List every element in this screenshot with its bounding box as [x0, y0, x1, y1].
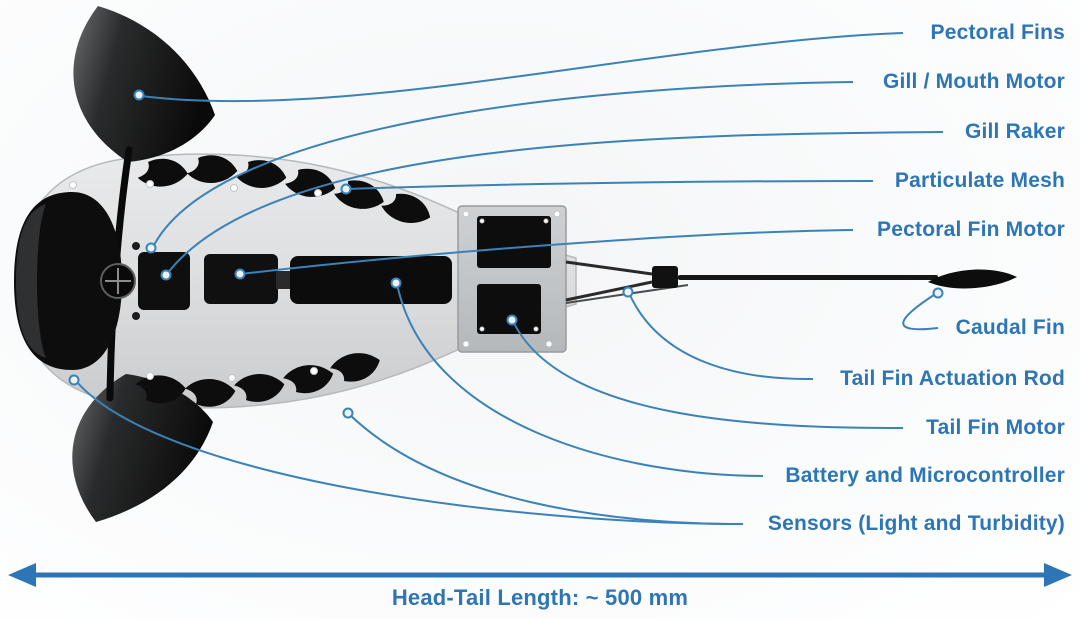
anchor-tail-fin-motor — [506, 314, 518, 326]
leader-gill-mouth-motor — [151, 81, 854, 250]
label-gill-mouth-motor: Gill / Mouth Motor — [882, 70, 1065, 93]
coupler — [276, 271, 292, 289]
pectoral-fin-top — [73, 6, 215, 162]
linkage-pin — [132, 312, 140, 320]
gill-mouth-motor-part — [138, 252, 190, 310]
mouth-shade — [16, 204, 46, 358]
linkage-pin — [132, 242, 140, 250]
fish-head — [14, 192, 122, 370]
label-pectoral-fins: Pectoral Fins — [930, 21, 1065, 44]
tail-link-bottom — [565, 280, 653, 302]
label-sensors: Sensors (Light and Turbidity) — [767, 512, 1065, 535]
anchor-pectoral-fin-motor — [234, 268, 246, 280]
leader-tail-fin-actuation-rod — [628, 292, 814, 381]
label-pectoral-fin-motor: Pectoral Fin Motor — [877, 218, 1065, 241]
label-particulate-mesh: Particulate Mesh — [894, 169, 1065, 192]
label-gill-raker: Gill Raker — [964, 120, 1065, 143]
anchor-gill-mouth-motor — [145, 242, 157, 254]
tail-rod — [678, 275, 938, 280]
label-tail-fin-motor: Tail Fin Motor — [926, 416, 1065, 439]
leader-gill-raker — [166, 131, 944, 275]
anchor-battery — [390, 277, 402, 289]
label-caudal-fin: Caudal Fin — [955, 316, 1065, 339]
anchor-caudal-fin — [932, 287, 944, 299]
tail-top-motor — [477, 216, 551, 268]
label-battery-microcontroller: Battery and Microcontroller — [785, 464, 1065, 487]
leader-sensor-front — [75, 380, 744, 525]
leader-battery — [396, 283, 764, 477]
gill-gear-cross — [105, 268, 131, 294]
pectoral-fin-bottom — [72, 374, 213, 522]
length-dimension-arrow — [8, 563, 1072, 587]
tail-link-top — [565, 260, 653, 276]
anchor-sensor-mid — [342, 407, 354, 419]
label-tail-fin-actuation-rod: Tail Fin Actuation Rod — [840, 367, 1065, 390]
tail-fin-motor-part — [477, 284, 541, 334]
leader-caudal-fin — [902, 292, 939, 331]
anchor-gill-raker — [160, 269, 172, 281]
battery-part — [290, 256, 452, 304]
anchor-particulate-mesh — [340, 183, 352, 195]
leader-pectoral-fin-motor — [240, 229, 854, 275]
anchor-tail-fin-actuation-rod — [622, 286, 634, 298]
anchor-sensor-front — [68, 374, 80, 386]
rod-connector — [652, 266, 678, 288]
leader-sensor-mid — [348, 413, 744, 525]
leader-pectoral-fins — [140, 32, 904, 103]
head-tail-length-label: Head-Tail Length: ~ 500 mm — [391, 585, 689, 610]
leader-particulate-mesh — [346, 180, 874, 190]
anchor-pectoral-fins — [133, 89, 145, 101]
leader-tail-fin-motor — [512, 320, 904, 429]
caudal-fin-part — [928, 269, 1017, 289]
